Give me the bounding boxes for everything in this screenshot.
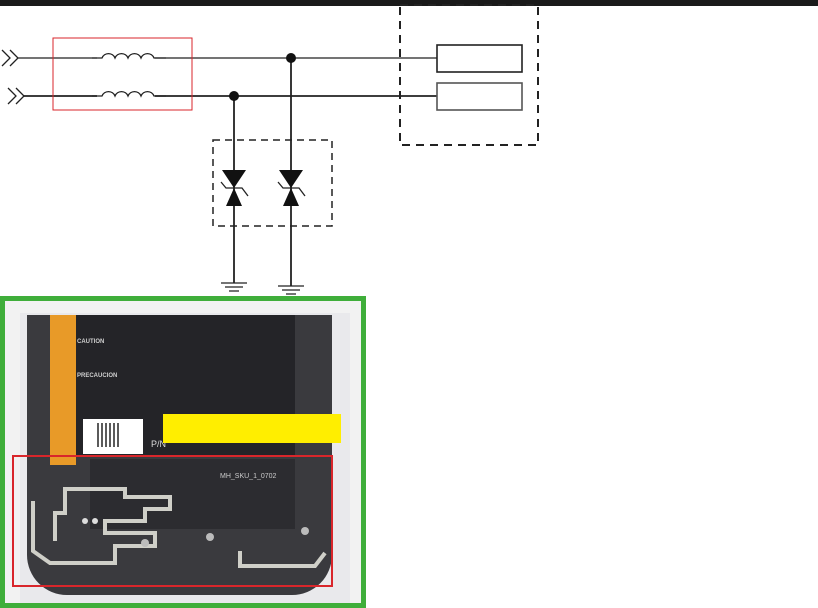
inductor-2 [92,90,166,98]
inductor-1 [92,52,166,60]
antenna-highlight-box [12,455,333,587]
load-block-1 [436,44,523,73]
junction-dot [286,53,296,63]
tvs-array-box [212,139,333,227]
module-marking: MH_SKU_1_0702 [220,473,277,480]
filter-highlight-box [52,37,193,111]
esd-protection-schematic [1,4,539,295]
tvs-diode-icon [279,170,303,206]
battery-label-caution: CAUTION [77,339,105,345]
protected-device-box [399,4,539,146]
flex-cable [50,315,76,465]
qr-code [97,423,121,447]
ground-icon [278,285,304,295]
load-block-2 [436,82,523,111]
junction-dot [229,91,239,101]
tvs-diode-icon [222,170,246,206]
redaction-bar [163,414,341,443]
connector-chevron-icon [7,87,25,105]
top-border-bar [0,0,818,6]
ground-icon [221,282,247,292]
antenna-traces [31,487,327,568]
battery-label-precaucion: PRECAUCION [77,373,118,379]
connector-chevron-icon [1,49,19,67]
pn-label: P/N [151,439,167,449]
device-photo: CAUTION PRECAUCION P/N MH_SKU_1_0702 [0,296,366,608]
